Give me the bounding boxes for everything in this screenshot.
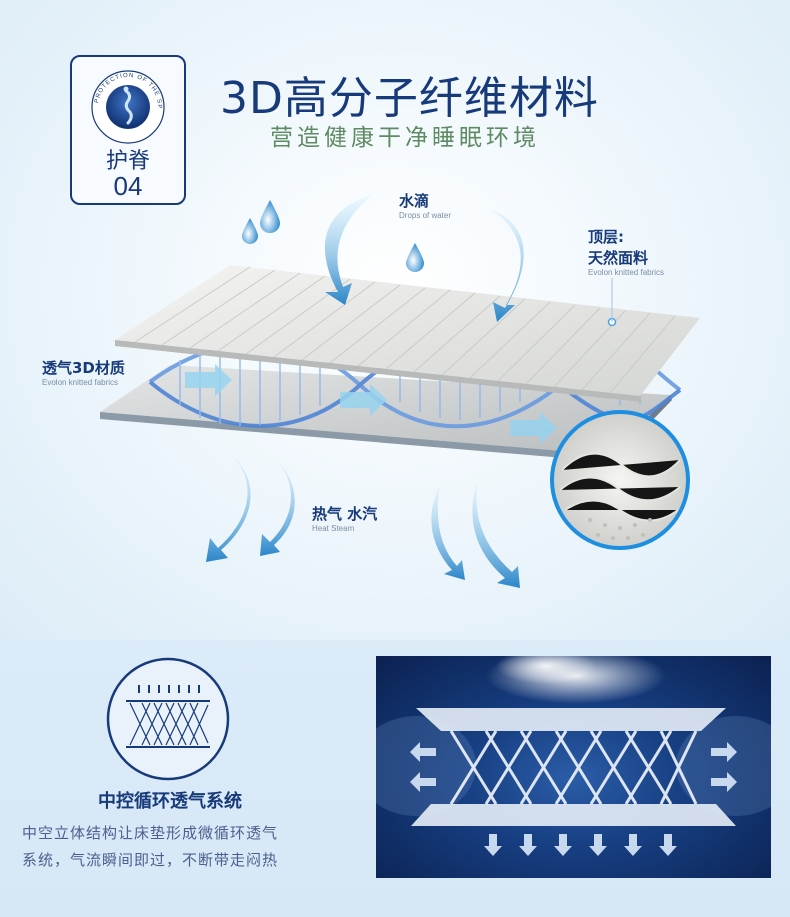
feature-description-line2: 系统，气流瞬间即过，不断带走闷热: [22, 851, 279, 869]
spine-emblem-icon: PROTECTION OF THE SPINE: [90, 69, 165, 144]
spine-protection-badge: PROTECTION OF THE SPINE 护脊 04: [70, 55, 186, 205]
water-label-cn: 水滴: [399, 192, 430, 210]
top-layer-label-line1: 顶层:: [588, 228, 624, 246]
breathable-label-cn: 透气3D材质: [42, 359, 125, 377]
water-label-en: Drops of water: [399, 211, 452, 220]
badge-number: 04: [113, 171, 143, 201]
page-subtitle: 营造健康干净睡眠环境: [270, 125, 540, 151]
water-flow-arrow-icons: [324, 195, 524, 322]
mattress-layers-illustration: [100, 195, 700, 588]
water-label: 水滴 Drops of water: [399, 190, 451, 220]
steam-flow-arrow-icons: [206, 452, 520, 588]
top-layer-label-line2: 天然面料: [588, 249, 649, 267]
page-title: 3D高分子纤维材料: [220, 73, 599, 124]
breathable-layer-label: 透气3D材质 Evolon knitted fabrics: [42, 357, 125, 387]
top-layer-label-en: Evolon knitted fabrics: [588, 268, 665, 277]
top-layer-label: 顶层: 天然面料 Evolon knitted fabrics: [588, 226, 664, 277]
feature-description-line1: 中空立体结构让床垫形成微循环透气: [22, 824, 279, 842]
mesh-structure-image: [376, 656, 771, 856]
feature-description: 中空立体结构让床垫形成微循环透气 系统，气流瞬间即过，不断带走闷热: [22, 820, 342, 874]
steam-label-cn: 热气 水汽: [312, 505, 378, 523]
airflow-structure-icon: [106, 657, 230, 781]
steam-label: 热气 水汽 Heat Steam: [312, 503, 377, 533]
airflow-structure-photo: [376, 656, 771, 878]
steam-label-en: Heat Steam: [312, 524, 355, 533]
fabric-zoom-circle: [550, 410, 690, 550]
water-drop-icons: [242, 200, 424, 272]
breathable-label-en: Evolon knitted fabrics: [42, 378, 119, 387]
feature-title: 中控循环透气系统: [98, 791, 242, 812]
badge-name: 护脊: [105, 149, 150, 174]
top-fabric-layer: [115, 265, 700, 402]
